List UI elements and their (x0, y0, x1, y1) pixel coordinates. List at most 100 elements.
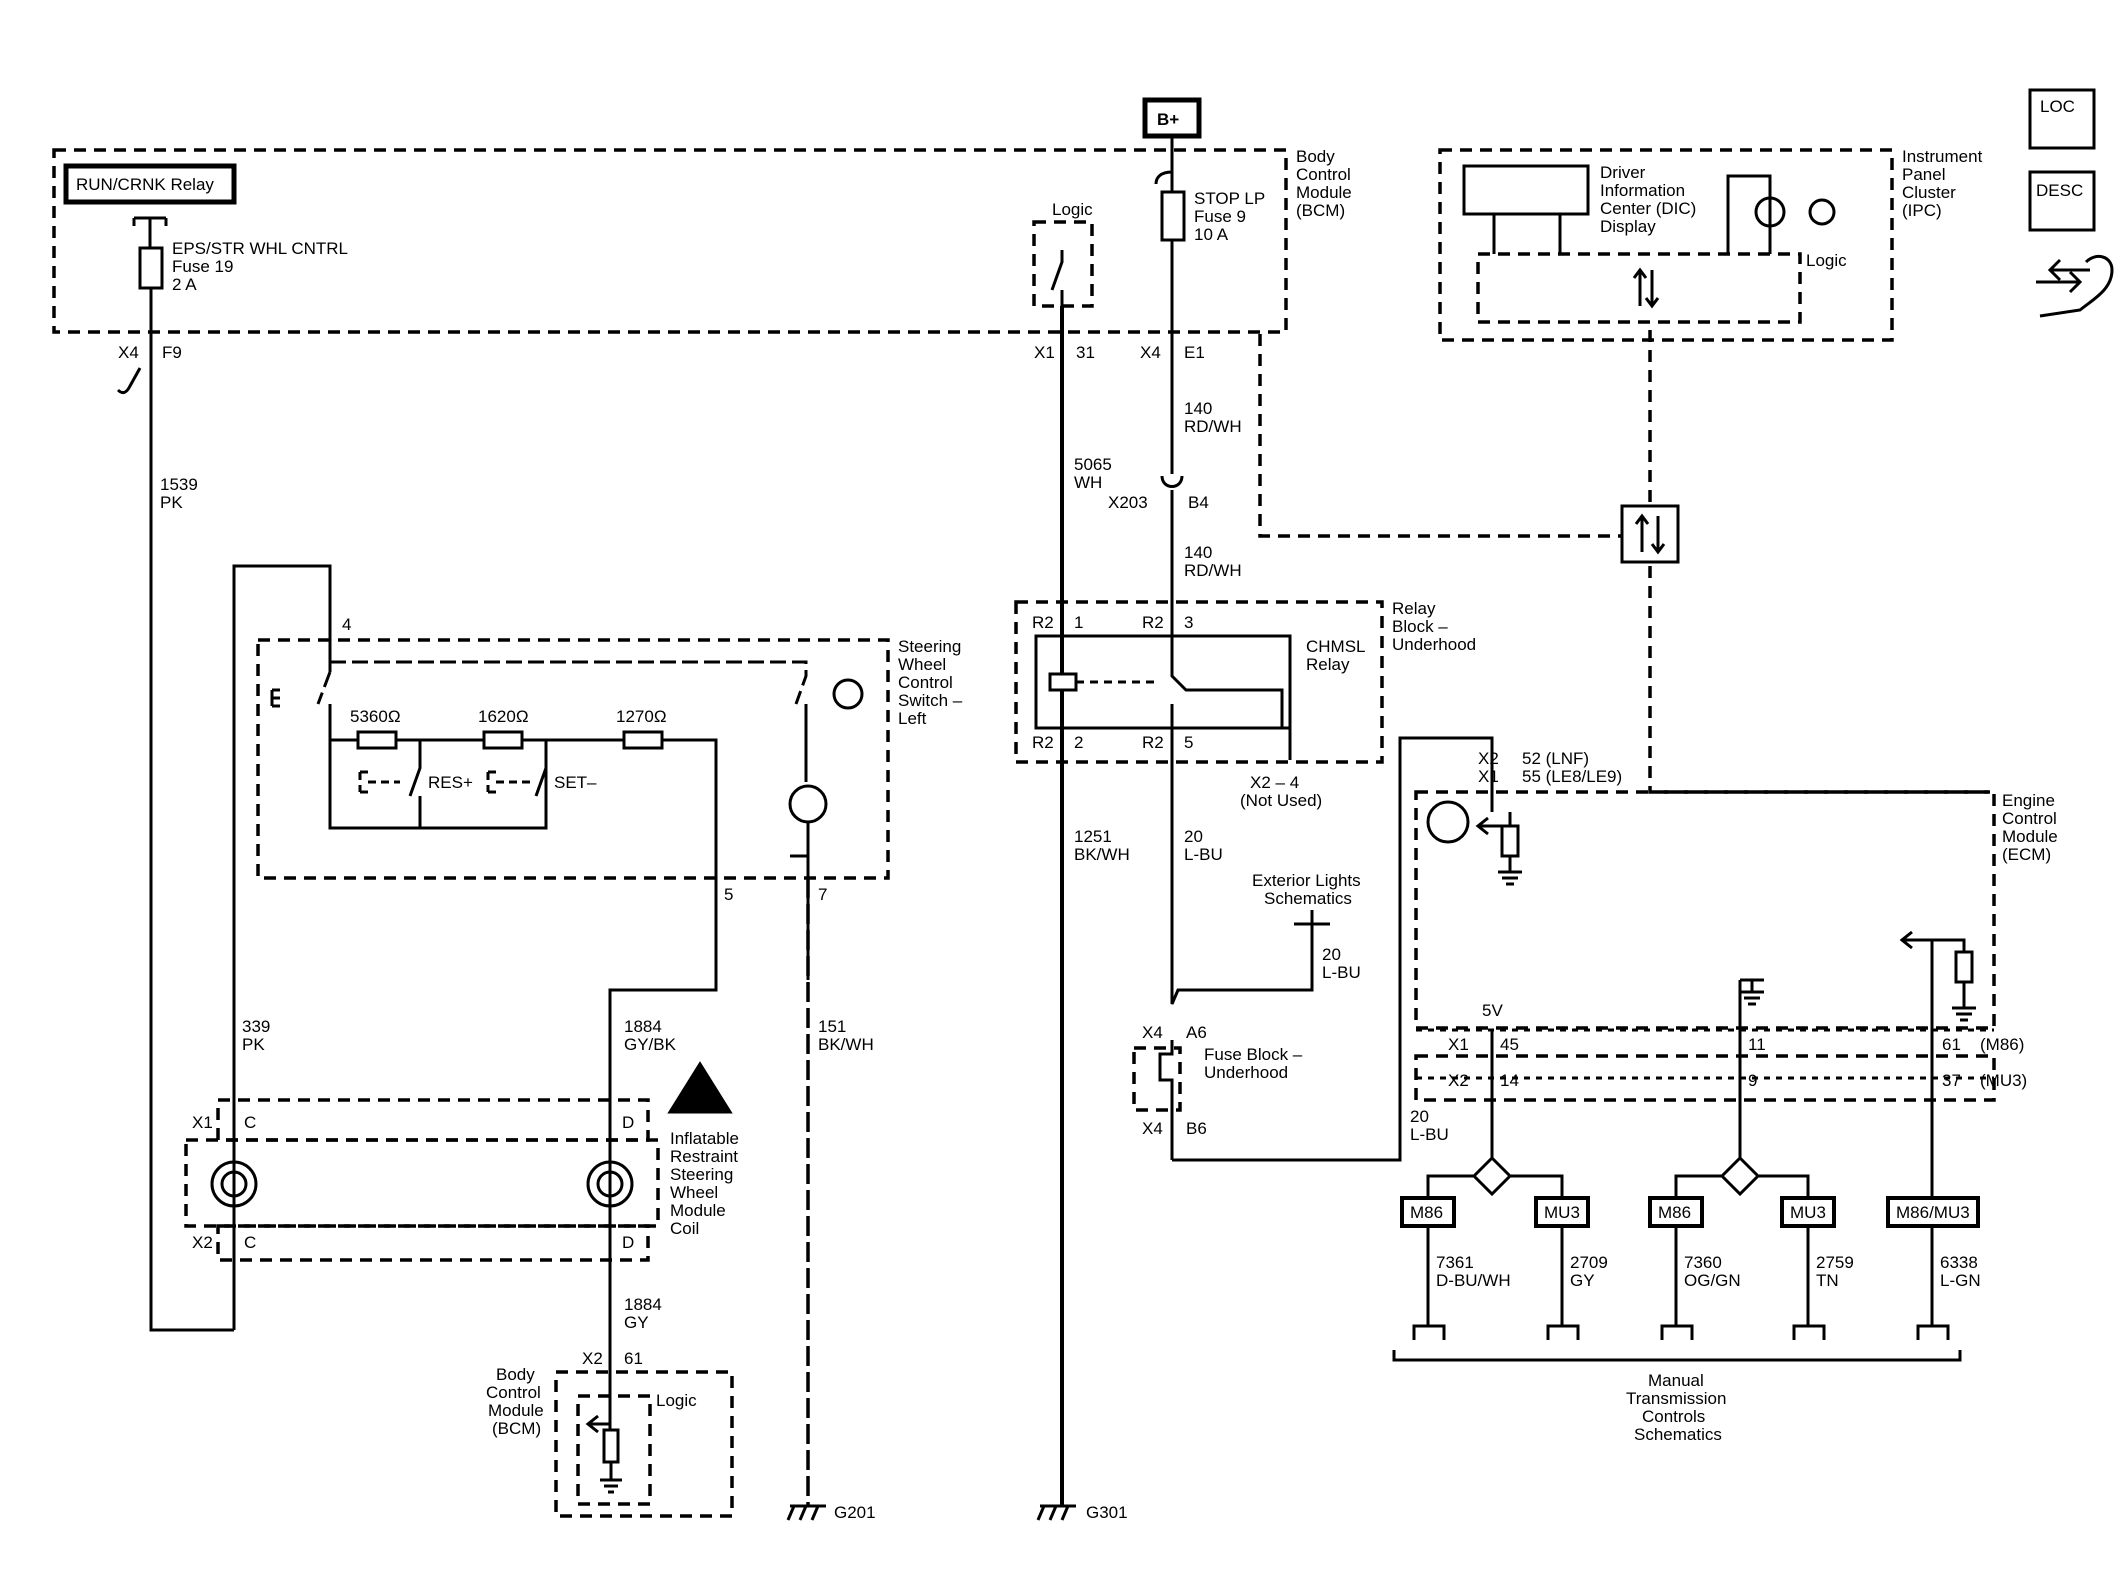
svg-text:4: 4 (342, 615, 351, 634)
svg-text:X4: X4 (1142, 1119, 1163, 1138)
svg-text:L-BU: L-BU (1410, 1125, 1449, 1144)
svg-text:1270Ω: 1270Ω (616, 707, 667, 726)
gauge-icon (1808, 198, 1836, 226)
ground-g201: G201 (786, 1503, 876, 1522)
svg-text:Control: Control (486, 1383, 541, 1402)
svg-text:TN: TN (1816, 1271, 1839, 1290)
svg-text:GY/BK: GY/BK (624, 1035, 677, 1054)
svg-text:B6: B6 (1186, 1119, 1207, 1138)
svg-text:Steering: Steering (670, 1165, 733, 1184)
svg-text:M86: M86 (1410, 1203, 1443, 1222)
serial-data-line-2 (1258, 334, 1622, 538)
svg-text:Coil: Coil (670, 1219, 699, 1238)
chmsl-relay-box (1034, 634, 1292, 730)
fuse-19 (138, 246, 164, 290)
serial-data-icon (1620, 504, 1680, 564)
svg-text:5: 5 (1184, 733, 1193, 752)
svg-text:B+: B+ (1157, 110, 1179, 129)
svg-text:Module: Module (2002, 827, 2058, 846)
ecm-hand-icon (1426, 800, 1470, 844)
relay-coil (1048, 672, 1078, 692)
svg-text:7: 7 (818, 885, 827, 904)
svg-text:MU3: MU3 (1544, 1203, 1580, 1222)
svg-text:Controls: Controls (1642, 1407, 1705, 1426)
svg-text:151: 151 (818, 1017, 846, 1036)
airbag-warning-icon (667, 1061, 733, 1114)
svg-text:14: 14 (1500, 1071, 1519, 1090)
svg-text:7361: 7361 (1436, 1253, 1474, 1272)
svg-text:5360Ω: 5360Ω (350, 707, 401, 726)
svg-text:X1: X1 (192, 1113, 213, 1132)
ipc-logic-box (1476, 252, 1802, 324)
desc-button[interactable]: DESC (2028, 170, 2096, 232)
ground-g301: G301 (1036, 1503, 1128, 1522)
svg-text:X1: X1 (1478, 767, 1499, 786)
svg-text:Underhood: Underhood (1392, 635, 1476, 654)
loc-button[interactable]: LOC (2028, 88, 2096, 150)
wire-20-lbu (1170, 770, 1314, 1005)
svg-text:RD/WH: RD/WH (1184, 417, 1242, 436)
svg-text:61: 61 (624, 1349, 643, 1368)
svg-text:Control: Control (2002, 809, 2057, 828)
svg-text:61: 61 (1942, 1035, 1961, 1054)
svg-text:5V: 5V (1482, 1001, 1503, 1020)
svg-text:Panel: Panel (1902, 165, 1945, 184)
stoplp-num: Fuse 9 (1194, 207, 1246, 226)
run-crnk-relay-label: RUN/CRNK Relay (76, 175, 214, 194)
svg-text:X2: X2 (192, 1233, 213, 1252)
battery-positive: B+ (1142, 97, 1202, 162)
svg-text:Exterior Lights: Exterior Lights (1252, 871, 1361, 890)
indicator-lamp-icon (1754, 196, 1786, 228)
svg-text:X203: X203 (1108, 493, 1148, 512)
bcm-label-1: Body (1296, 147, 1335, 166)
svg-text:2759: 2759 (1816, 1253, 1854, 1272)
svg-text:Logic: Logic (1806, 251, 1847, 270)
svg-text:F9: F9 (162, 343, 182, 362)
stoplp-rating: 10 A (1194, 225, 1229, 244)
loc-text: LOC (2040, 97, 2075, 116)
svg-text:45: 45 (1500, 1035, 1519, 1054)
svg-text:1: 1 (1074, 613, 1083, 632)
engine-control-module: Engine Control Module (ECM) X2 52 (LNF) … (1414, 749, 2058, 1102)
svg-text:M86: M86 (1658, 1203, 1691, 1222)
svg-text:1539: 1539 (160, 475, 198, 494)
svg-text:B4: B4 (1188, 493, 1209, 512)
svg-text:Block –: Block – (1392, 617, 1448, 636)
relay-block-underhood: Relay Block – Underhood R2 1 R2 3 R2 2 R… (1014, 599, 1476, 810)
fuse19-num: Fuse 19 (172, 257, 233, 276)
svg-text:D: D (622, 1113, 634, 1132)
dic-display-box (1462, 164, 1590, 216)
stoplp-name: STOP LP (1194, 189, 1265, 208)
mtc-box-5: M86/MU3 (1886, 1196, 1980, 1228)
svg-text:Logic: Logic (656, 1391, 697, 1410)
svg-text:RES+: RES+ (428, 773, 473, 792)
bcm-top-module: Body Control Module (BCM) RUN/CRNK Relay… (52, 147, 1352, 362)
mtc-bracket (1392, 1350, 1962, 1362)
svg-text:X2: X2 (582, 1349, 603, 1368)
wrench-arrows-icon[interactable] (2036, 254, 2114, 318)
svg-text:L-GN: L-GN (1940, 1271, 1981, 1290)
svg-text:Module: Module (488, 1401, 544, 1420)
svg-text:PK: PK (242, 1035, 265, 1054)
svg-text:X2: X2 (1478, 749, 1499, 768)
splice-diamond-1 (1471, 1155, 1513, 1197)
svg-text:Switch –: Switch – (898, 691, 963, 710)
svg-text:C: C (244, 1233, 256, 1252)
svg-text:20: 20 (1184, 827, 1203, 846)
svg-text:9: 9 (1748, 1071, 1757, 1090)
wire-1884-gybk (608, 878, 718, 1440)
svg-text:Relay: Relay (1392, 599, 1436, 618)
swc-illumination-lamp-icon (788, 784, 828, 824)
svg-text:G201: G201 (834, 1503, 876, 1522)
svg-text:E1: E1 (1184, 343, 1205, 362)
svg-text:PK: PK (160, 493, 183, 512)
svg-text:G301: G301 (1086, 1503, 1128, 1522)
svg-text:Display: Display (1600, 217, 1656, 236)
svg-text:WH: WH (1074, 473, 1102, 492)
svg-text:X2 – 4: X2 – 4 (1250, 773, 1299, 792)
svg-text:Body: Body (496, 1365, 535, 1384)
svg-text:1620Ω: 1620Ω (478, 707, 529, 726)
bcm-label-3: Module (1296, 183, 1352, 202)
coil-spring-icon-right (586, 1160, 634, 1208)
wire-20-to-ecm (1172, 736, 1494, 1162)
